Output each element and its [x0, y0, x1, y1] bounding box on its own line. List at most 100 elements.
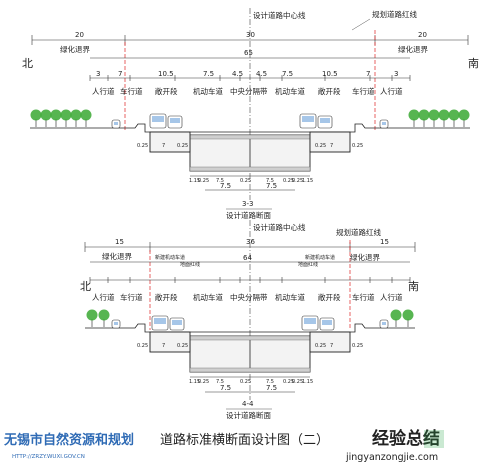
lane-dim: 7: [366, 70, 370, 78]
dim-label: 7.5: [266, 178, 274, 184]
lane-dim: 3: [394, 70, 398, 78]
lane-dim: 4.5: [256, 70, 267, 78]
tree-icon: [418, 109, 430, 121]
lane-dim: 3: [96, 70, 100, 78]
dim-label: 7: [162, 143, 165, 149]
tree-icon: [438, 109, 450, 121]
brand-mark: [424, 430, 444, 448]
org-watermark: 无锡市自然资源和规划: [3, 432, 134, 448]
dim-label: 0.25: [283, 178, 294, 184]
road-surface: [85, 323, 415, 333]
lane-label: 敞开段: [318, 86, 341, 96]
dim-label: 0.25: [177, 343, 188, 349]
dim-left: 15: [115, 238, 124, 246]
tree-icon: [408, 109, 420, 121]
tree-icon: [86, 309, 98, 321]
dim-label: 1.15: [189, 178, 200, 184]
green-setback-left: 绿化退界: [60, 44, 90, 54]
dim-label: 0.25: [352, 343, 363, 349]
lane-label: 中央分隔带: [230, 86, 268, 96]
lane-dim: 10.5: [158, 70, 174, 78]
lane-label: 人行道: [380, 292, 403, 302]
lane-dim: 7.5: [203, 70, 214, 78]
north-label: 北: [80, 280, 91, 293]
tree-icon: [390, 309, 402, 321]
lane-dim: 4.5: [232, 70, 243, 78]
ramp-right: [309, 131, 351, 153]
lane-dim: 7.5: [282, 70, 293, 78]
lane-label: 车行道: [352, 292, 375, 302]
ramp-left: [149, 131, 191, 153]
center-line-label: 设计道路中心线: [253, 10, 306, 20]
lane-label: 敞开段: [318, 292, 341, 302]
section-4-4: 设计道路中心线 规划道路红线 15 36 15 绿化退界 绿化退界 新建机动车道…: [80, 220, 419, 420]
tree-icon: [60, 109, 72, 121]
tree-icon: [70, 109, 82, 121]
dim-label: 7.5: [220, 384, 231, 392]
lane-label: 机动车道: [275, 86, 305, 96]
lane-label: 机动车道: [193, 86, 223, 96]
tree-row: [86, 309, 414, 327]
road-surface: [30, 123, 470, 133]
section-number: 4-4: [242, 400, 254, 408]
lane-label: 机动车道: [193, 292, 223, 302]
dim-left: 20: [75, 31, 84, 39]
section-title: 设计道路断面: [226, 410, 271, 420]
section-number: 3-3: [242, 200, 253, 208]
green-setback-left: 绿化退界: [102, 251, 132, 261]
tree-icon: [80, 109, 92, 121]
tree-icon: [50, 109, 62, 121]
dim-center: 36: [246, 238, 255, 246]
lane-label: 人行道: [92, 86, 115, 96]
ground-red-line-right: 地面红线: [298, 261, 318, 268]
tree-icon: [40, 109, 52, 121]
lane-label: 人行道: [380, 86, 403, 96]
dim-label: 0.25: [137, 343, 148, 349]
tree-icon: [30, 109, 42, 121]
lane-label: 机动车道: [275, 292, 305, 302]
lane-label: 中央分隔带: [230, 292, 268, 302]
side-lane-right: 新建机动车道: [305, 254, 335, 261]
dim-label: 0.25: [198, 178, 209, 184]
north-label: 北: [22, 57, 33, 70]
dim-right: 20: [418, 31, 427, 39]
dim-label: 7.5: [220, 182, 231, 190]
lane-label: 人行道: [92, 292, 115, 302]
lane-dim: 7: [118, 70, 122, 78]
lane-label: 车行道: [120, 292, 143, 302]
dim-label: 7.5: [216, 379, 224, 385]
dim-label: 0.25: [240, 379, 251, 385]
dim-label: 0.25: [292, 379, 303, 385]
total-width: 65: [244, 49, 253, 57]
lane-label: 车行道: [120, 86, 143, 96]
dim-label: 7: [330, 343, 333, 349]
red-line-label: 规划道路红线: [336, 227, 381, 237]
brand-url: jingyanzongjie.com: [345, 452, 438, 463]
tree-icon: [448, 109, 460, 121]
dim-label: 0.25: [177, 143, 188, 149]
dim-label: 0.25: [292, 178, 303, 184]
section-title: 设计道路断面: [226, 210, 271, 220]
dim-label: 7.5: [216, 178, 224, 184]
total-width: 64: [243, 254, 252, 262]
dim-label: 7.5: [266, 182, 277, 190]
ramp-right: [309, 331, 351, 353]
dim-label: 0.25: [315, 143, 326, 149]
dim-label: 0.25: [283, 379, 294, 385]
green-setback-right: 绿化退界: [398, 44, 428, 54]
ramp-left: [149, 331, 191, 353]
lane-label: 敞开段: [155, 86, 178, 96]
dim-label: 1.15: [302, 379, 313, 385]
center-line-label: 设计道路中心线: [253, 222, 306, 232]
dim-label: 7: [330, 143, 333, 149]
footer: 无锡市自然资源和规划 HTTP://ZRZY.WUXI.GOV.CN 道路标准横…: [3, 428, 444, 463]
south-label: 南: [468, 57, 479, 70]
lane-label: 敞开段: [155, 292, 178, 302]
lane-dim: 10.5: [322, 70, 338, 78]
ground-red-line-left: 地面红线: [180, 261, 200, 268]
org-url: HTTP://ZRZY.WUXI.GOV.CN: [12, 454, 85, 460]
dim-label: 7.5: [266, 379, 274, 385]
dim-label: 1.15: [302, 178, 313, 184]
tree-icon: [402, 309, 414, 321]
lane-label: 车行道: [352, 86, 375, 96]
